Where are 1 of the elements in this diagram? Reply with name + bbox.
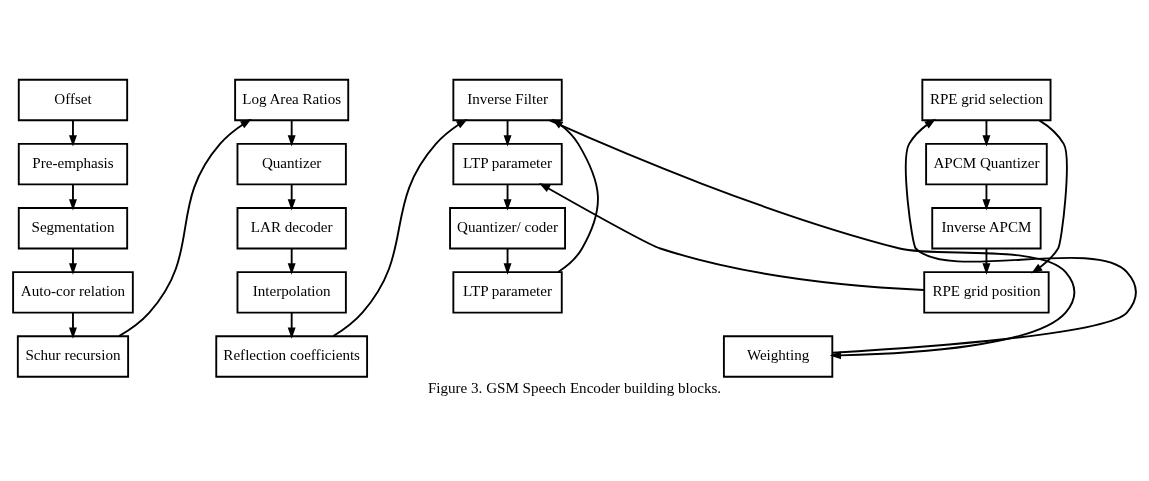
caption: Figure 3. GSM Speech Encoder building blocks. <box>427 379 722 396</box>
